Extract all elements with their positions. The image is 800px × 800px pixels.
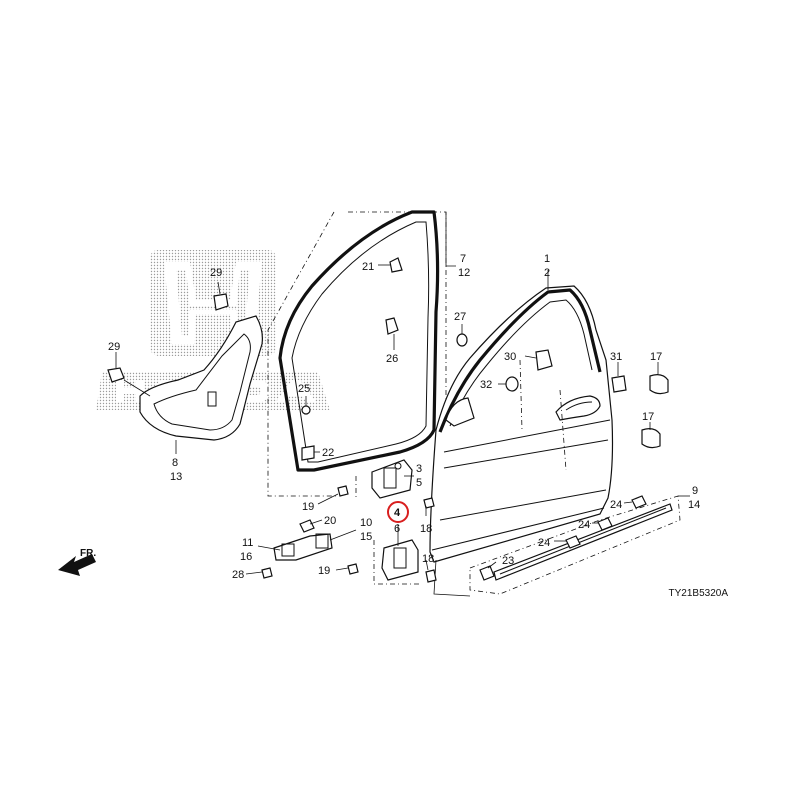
callout-7: 7 [460,253,466,265]
callout-19-lower: 19 [318,565,330,577]
callout-29-top: 29 [210,267,222,279]
callout-26: 26 [386,353,398,365]
callout-5: 5 [416,477,422,489]
callout-23: 23 [502,555,514,567]
callout-19-upper: 19 [302,501,314,513]
callout-31: 31 [610,351,622,363]
callout-32: 32 [480,379,492,391]
molding-group-bracket [469,495,681,595]
callout-10: 10 [360,517,372,529]
callout-14: 14 [688,499,700,511]
door-checker [273,533,333,561]
callout-17-bottom: 17 [642,411,654,423]
callout-20: 20 [324,515,336,527]
lower-hinge [381,539,419,581]
callout-24-c: 24 [538,537,550,549]
callout-21: 21 [362,261,374,273]
callout-1: 1 [544,253,550,265]
callout-16: 16 [240,551,252,563]
diagram-code: TY21B5320A [669,588,729,599]
front-door-panel [429,285,614,597]
callout-18-lower: 18 [422,553,434,565]
callout-27: 27 [454,311,466,323]
callout-labels: 1 2 3 4 5 6 7 8 9 10 11 12 13 14 15 16 1… [108,253,700,581]
front-indicator-label: FR. [80,548,96,559]
callout-29-left: 29 [108,341,120,353]
upper-hinge [371,459,413,499]
callout-18-upper: 18 [420,523,432,535]
callout-28: 28 [232,569,244,581]
callout-11: 11 [242,537,253,549]
highlighted-callout-ring[interactable] [387,501,409,523]
callout-12: 12 [458,267,470,279]
fasteners [107,257,669,583]
callout-22: 22 [322,447,334,459]
front-door-trim-part [139,315,263,441]
hinge-group-bracket [355,476,420,585]
door-sash-weatherstrip [278,210,440,472]
callout-6: 6 [394,523,400,535]
callout-13: 13 [170,471,182,483]
callout-4: 4 [394,507,401,519]
callout-30: 30 [504,351,516,363]
callout-2: 2 [544,267,550,279]
leader-lines [115,212,690,575]
front-direction-arrow: FR. [58,548,96,576]
callout-25: 25 [298,383,310,395]
callout-24-b: 24 [578,519,590,531]
callout-9: 9 [692,485,698,497]
callout-15: 15 [360,531,372,543]
callout-24-a: 24 [610,499,622,511]
callout-17-top: 17 [650,351,662,363]
callout-3: 3 [416,463,422,475]
callout-8: 8 [172,457,178,469]
